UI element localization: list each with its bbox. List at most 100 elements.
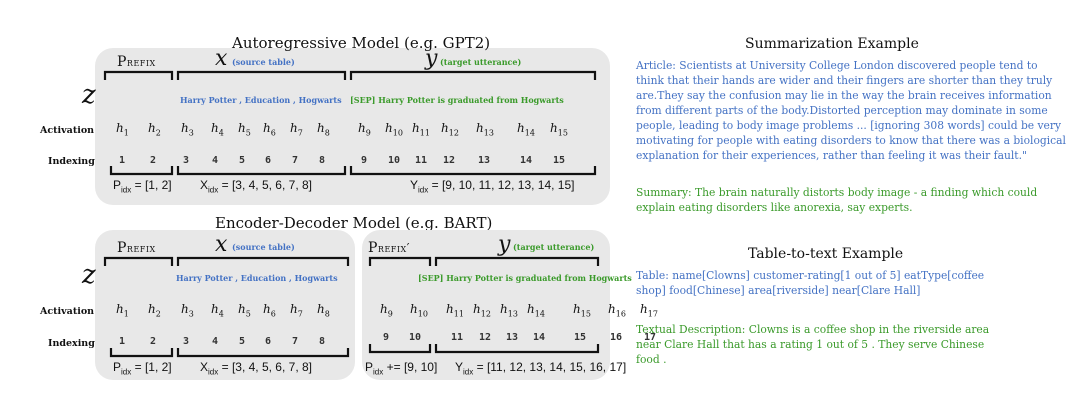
index-6: 6 (265, 155, 272, 166)
index-5: 5 (239, 155, 246, 166)
autoregressive-title: Autoregressive Model (e.g. GPT2) (232, 34, 491, 52)
activation-h-2: h2 (148, 121, 161, 138)
article-line: think that their hands are wider and the… (636, 74, 1053, 87)
ar-x-index-bracket (176, 166, 347, 176)
article-line: explanation for their experiences, rathe… (636, 149, 1027, 162)
article-line: are.They say the confusion may lie in th… (636, 89, 1052, 102)
encdec-title: Encoder-Decoder Model (e.g. BART) (215, 214, 493, 232)
index-11: 11 (451, 332, 464, 343)
activation-h-13: h13 (476, 121, 494, 138)
activation-h-6: h6 (263, 121, 276, 138)
ed-prefix-label: Prefix (117, 240, 156, 256)
index-10: 10 (409, 332, 422, 343)
activation-h-16: h16 (608, 302, 626, 319)
index-12: 12 (443, 155, 456, 166)
index-1: 1 (119, 336, 126, 347)
index-9: 9 (361, 155, 368, 166)
ar-y-symbol: y (425, 46, 438, 71)
activation-h-2: h2 (148, 302, 161, 319)
summary-text: Summary: The brain naturally distorts bo… (636, 185, 1037, 215)
ed-prefix2-index-bracket (368, 344, 432, 354)
ar-y-bracket (349, 70, 597, 80)
index-16: 16 (610, 332, 623, 343)
ed-y-idx: Yidx = [11, 12, 13, 14, 15, 16, 17] (455, 360, 627, 377)
index-13: 13 (506, 332, 519, 343)
table-to-text-title: Table-to-text Example (748, 246, 904, 262)
ar-p-idx-value: [1, 2] (144, 178, 172, 192)
ar-x-symbol: x (215, 46, 228, 71)
index-4: 4 (212, 336, 219, 347)
article-line: people, leading to body image problems .… (636, 119, 1062, 132)
index-14: 14 (533, 332, 546, 343)
activation-h-9: h9 (380, 302, 393, 319)
description-text: Textual Description: Clowns is a coffee … (636, 322, 989, 367)
index-1: 1 (119, 155, 126, 166)
ed-y-symbol: y (498, 232, 511, 257)
ed-p-idx2: Pidx += [9, 10] (365, 360, 438, 377)
ed-x-bracket (176, 256, 350, 266)
ed-x-caption: (source table) (232, 242, 295, 252)
activation-h-12: h12 (441, 121, 459, 138)
summarization-title: Summarization Example (745, 36, 919, 52)
ar-p-idx: Pidx = [1, 2] (113, 178, 172, 195)
decoder-panel (362, 230, 610, 380)
activation-h-15: h15 (573, 302, 591, 319)
ed-y-bracket (434, 256, 600, 266)
ed-prefix-index-bracket (109, 348, 174, 358)
index-8: 8 (319, 336, 326, 347)
index-5: 5 (239, 336, 246, 347)
activation-h-11: h11 (412, 121, 430, 138)
ed-y-index-bracket (434, 344, 600, 354)
ar-x-bracket (176, 70, 347, 80)
activation-h-17: h17 (640, 302, 658, 319)
summary-line: Summary: The brain naturally distorts bo… (636, 186, 1038, 199)
ed-p-idx: Pidx = [1, 2] (113, 360, 172, 377)
index-2: 2 (150, 336, 157, 347)
activation-h-15: h15 (550, 121, 568, 138)
ed-x-index-bracket (176, 348, 350, 358)
index-14: 14 (520, 155, 533, 166)
ar-y-caption: (target utterance) (440, 57, 522, 67)
activation-h-10: h10 (410, 302, 428, 319)
ar-x-caption: (source table) (232, 57, 295, 67)
article-line: Article: Scientists at University Colleg… (636, 59, 1038, 72)
ed-prefix-bracket (103, 256, 174, 266)
index-6: 6 (265, 336, 272, 347)
autoregressive-panel (95, 48, 610, 205)
ed-target-tokens: [SEP] Harry Potter is graduated from Hog… (418, 273, 632, 283)
article-line: from different parts of the body.Distort… (636, 104, 1048, 117)
index-2: 2 (150, 155, 157, 166)
ar-source-tokens: Harry Potter , Education , Hogwarts (180, 95, 342, 105)
activation-h-13: h13 (500, 302, 518, 319)
index-11: 11 (415, 155, 428, 166)
activation-h-3: h3 (181, 302, 194, 319)
index-10: 10 (388, 155, 401, 166)
table-line: Table: name[Clowns] customer-rating[1 ou… (636, 269, 985, 282)
description-line: near Clare Hall that has a rating 1 out … (636, 338, 985, 351)
index-7: 7 (292, 155, 299, 166)
activation-h-14: h14 (527, 302, 545, 319)
activation-h-14: h14 (517, 121, 535, 138)
index-15: 15 (553, 155, 566, 166)
ar-y-index-bracket (349, 166, 597, 176)
activation-h-4: h4 (211, 302, 224, 319)
ed-source-tokens: Harry Potter , Education , Hogwarts (176, 273, 338, 283)
activation-h-10: h10 (385, 121, 403, 138)
ed-activation-label: Activation (40, 306, 95, 317)
index-7: 7 (292, 336, 299, 347)
ar-prefix-bracket (103, 70, 174, 80)
ar-activation-label: Activation (40, 125, 95, 136)
ar-indexing-label: Indexing (48, 156, 95, 167)
index-9: 9 (383, 332, 390, 343)
activation-h-9: h9 (358, 121, 371, 138)
activation-h-8: h8 (317, 302, 330, 319)
index-17: 17 (644, 332, 657, 343)
activation-h-1: h1 (116, 121, 129, 138)
ed-p-idx2-value: [9, 10] (403, 360, 438, 374)
ed-y-caption: (target utterance) (513, 242, 595, 252)
description-line: Textual Description: Clowns is a coffee … (636, 323, 990, 336)
ed-x-idx-value: [3, 4, 5, 6, 7, 8] (231, 360, 312, 374)
activation-h-8: h8 (317, 121, 330, 138)
activation-h-12: h12 (473, 302, 491, 319)
description-line: food . (636, 353, 667, 366)
